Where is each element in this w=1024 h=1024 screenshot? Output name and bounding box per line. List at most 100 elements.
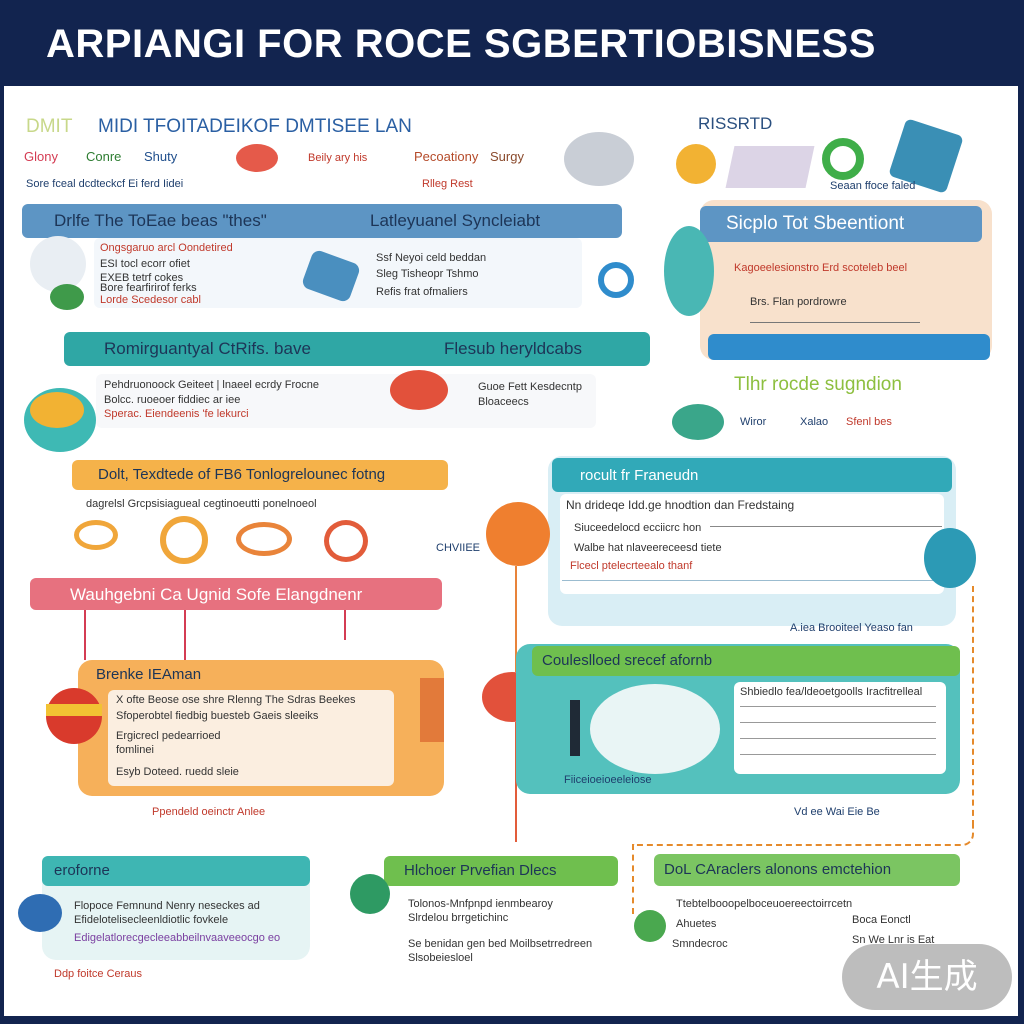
card-line: Kagoeelesionstro Erd scoteleb beel (734, 262, 908, 274)
tag-label: Surgy (490, 149, 524, 164)
section-header-bar (42, 856, 310, 886)
card-line: Se benidan gen bed Moilbsetrredreen (408, 938, 593, 950)
card-line: Bloaceecs (478, 396, 529, 408)
card-line: Guoe Fett Kesdecntp (478, 381, 582, 393)
tiny-caption: Vd ee Wai Eie Be (794, 806, 880, 818)
section-header-bar (64, 332, 650, 366)
divider (740, 722, 936, 723)
card-line: ESI tocl ecorr ofiet (100, 258, 190, 270)
card-line: Slrdelou brrgetichinc (408, 912, 509, 924)
section-title: Wauhgebni Ca Ugnid Sofe Elangdnenr (70, 585, 363, 604)
pin-icon (672, 404, 724, 440)
satellite-illustration-icon (924, 528, 976, 588)
connector-dashed (632, 826, 974, 846)
card-line: X ofte Beose ose shre Rlenng The Sdras B… (116, 694, 356, 706)
map-illustration-icon (564, 132, 634, 186)
dot-marker-icon (634, 910, 666, 942)
book-icon (420, 678, 444, 742)
section-title: eroforne (54, 862, 110, 879)
card-line: Esyb Doteed. ruedd sleie (116, 766, 239, 778)
card-line: Bolcc. ruoeoer fiddiec ar iee (104, 394, 241, 406)
card-line: EXEB tetrf cokes (100, 272, 184, 284)
page-title: ARPIANGI FOR ROCE SGBERTIOBISNESS (46, 22, 876, 66)
handshake-icon (236, 522, 292, 556)
section-header-bar (384, 856, 618, 886)
section-title: Sicplo Tot Sbeentiont (726, 213, 905, 234)
card-line: dagrelsl Grcpsisiagueal cegtinoeutti pon… (86, 498, 317, 510)
content-card (734, 682, 946, 774)
gear-icon (74, 520, 118, 550)
section-title: Brenke IEAman (96, 666, 202, 683)
card-line: Tolonos-Mnfpnpd ienmbearoy (408, 898, 553, 910)
connector-dashed (972, 586, 974, 826)
section-header-bar (654, 854, 960, 886)
tiny-caption: Seaan ffoce faled (830, 180, 916, 192)
card-line: Nn drideqe Idd.ge hnodtion dan Fredstain… (566, 498, 795, 512)
card-line: Walbe hat nlaveereceesd tiete (574, 542, 722, 554)
divider (740, 738, 936, 739)
flag-badge-icon (46, 704, 102, 716)
decorative-blob-icon (236, 144, 278, 172)
card-line: Ongsgaruo arcl Oondetired (100, 242, 233, 254)
section-title: Dolt, Texdtede of FB6 Tonlogrelounec fot… (98, 466, 386, 483)
arrow-shape-icon (390, 370, 448, 410)
tiny-caption: Ddp foitce Ceraus (54, 968, 143, 980)
connector-line (515, 566, 517, 672)
section-header-bar (552, 458, 952, 492)
bug-icon (324, 520, 368, 562)
side-label: CHVIIEE (436, 542, 481, 554)
card-line: Pehdruonoock Geiteet | lnaeel ecrdy Froc… (104, 379, 320, 391)
card-line: Flcecl ptelecrteealo thanf (570, 560, 693, 572)
target-icon (598, 262, 634, 298)
tiny-caption: Wiror (740, 416, 767, 428)
section-title: Drlfe The ToEae beas "thes" (54, 211, 267, 230)
section-header-bar (532, 646, 960, 676)
tag-label: Shuty (144, 149, 178, 164)
tiny-caption: Ppendeld oeinctr Anlee (152, 806, 266, 818)
mosaic-illustration-icon (725, 146, 815, 188)
tools-illustration-icon (30, 392, 84, 428)
section-title: Latleyuanel Syncleiabt (370, 211, 541, 230)
content-card (560, 494, 944, 594)
content-card (96, 374, 596, 428)
section-header-bar (22, 204, 622, 238)
card-line: Efidelotelisecleenldiotlic fovkele (74, 914, 229, 926)
connector-line (184, 610, 186, 660)
flag-badge-icon (46, 688, 102, 744)
card-line: Lorde Scedesor cabl (100, 294, 201, 306)
card-line: Sleg Tisheopr Tshmo (376, 268, 479, 280)
card-line: Slsobeiesloel (408, 952, 473, 964)
leaf-icon (350, 874, 390, 914)
section-title: Flesub heryldcabs (444, 339, 582, 358)
section-header-bar (30, 578, 442, 610)
divider (740, 706, 936, 707)
tiny-caption: Sn We Lnr is Eat (852, 934, 935, 946)
infographic-subtitle: MIDI TFOITADEIKOF DMTISEE LAN (98, 116, 412, 137)
divider (562, 580, 942, 581)
section-header-bar (72, 460, 448, 490)
hub-lightbulb-icon (486, 502, 550, 566)
content-card (108, 690, 394, 786)
plant-icon (50, 284, 84, 310)
divider (750, 322, 920, 323)
divider (740, 754, 936, 755)
card-line: Siuceedelocd ecciicrc hon (574, 522, 702, 534)
card-line: Ahuetes (676, 918, 717, 930)
tag-label: Conre (86, 149, 122, 164)
tiny-caption: A.iea Brooiteel Yeaso fan (790, 622, 913, 634)
panel-footer-bar (708, 334, 990, 360)
section-title: Hlchoer Prvefian Dlecs (404, 862, 557, 879)
header-bar: ARPIANGI FOR ROCE SGBERTIOBISNESS (0, 0, 1024, 86)
divider (710, 526, 942, 527)
card-line: fomlinei (116, 744, 154, 756)
connector-line (84, 610, 86, 660)
card-line: Sfoperobtel fiedbig buesteb Gaeis sleeik… (116, 710, 319, 722)
card-line: Ssf Neyoi celd beddan (376, 252, 487, 264)
card-line: Bore fearfirirof ferks (100, 282, 197, 294)
tag-label: Pecoationy (414, 149, 479, 164)
ring-icon (822, 138, 864, 180)
globe-icon (18, 894, 62, 932)
wave-illustration-icon (664, 226, 714, 316)
card-line: Fiiceioeioeeleiose (564, 774, 652, 786)
section-title: rocult fr Franeudn (580, 467, 699, 484)
